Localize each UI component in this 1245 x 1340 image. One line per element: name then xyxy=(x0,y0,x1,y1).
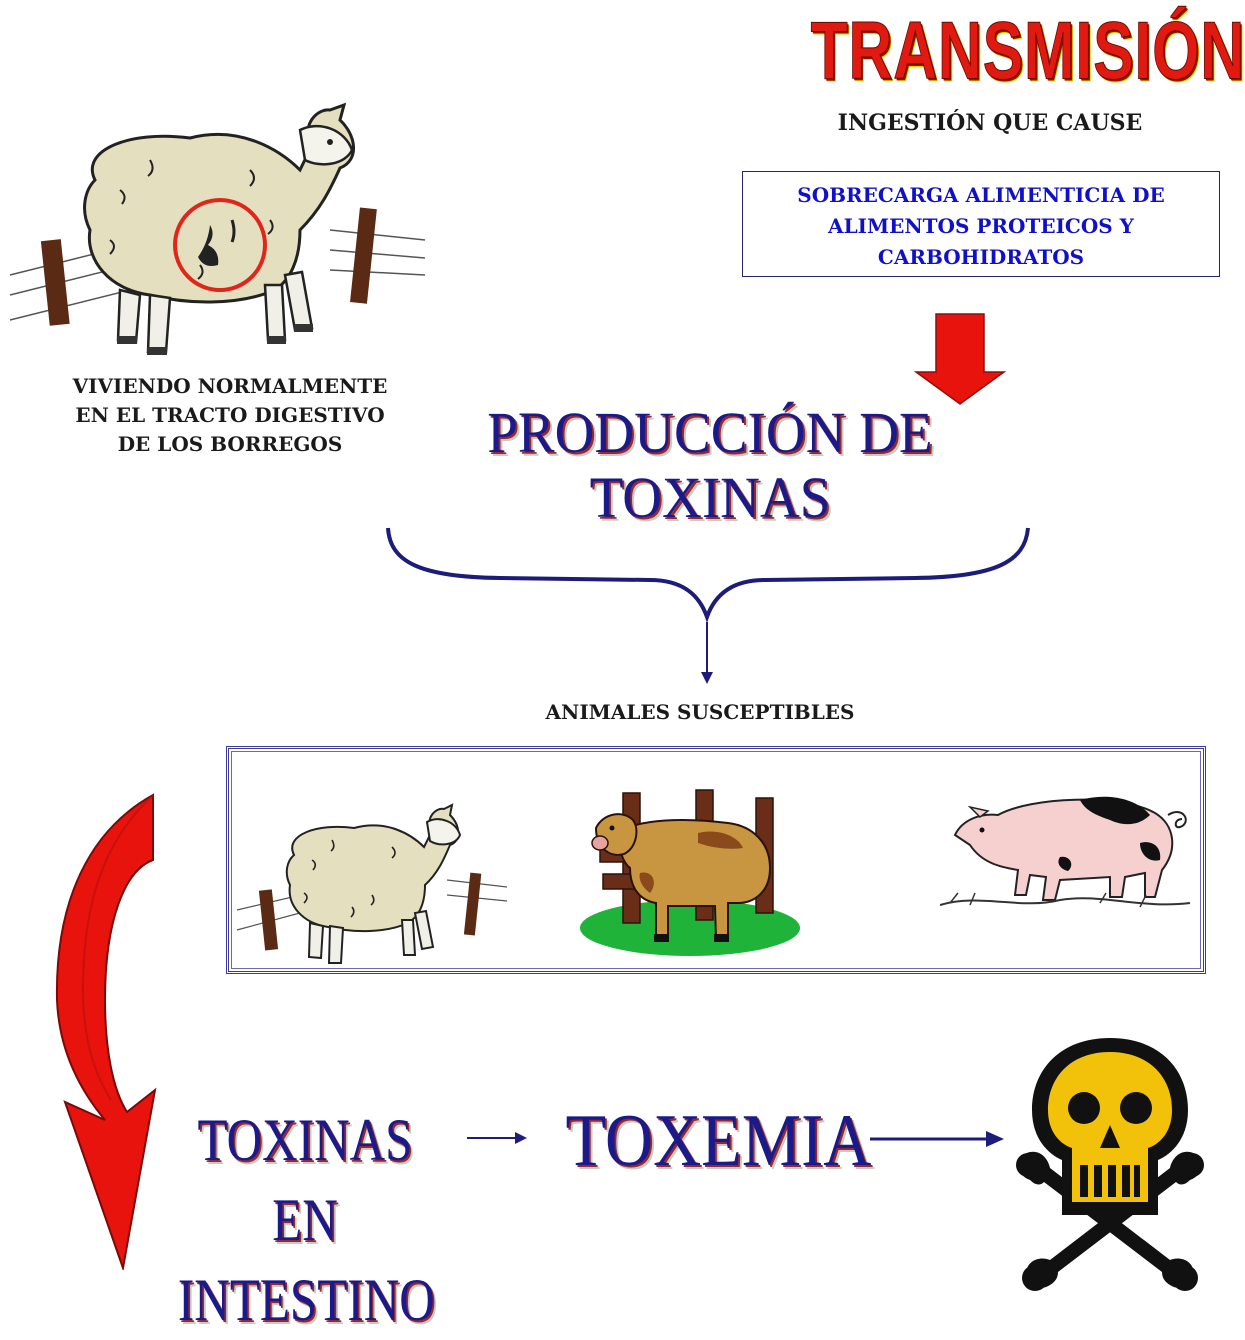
toxemia-text: TOXEMIA xyxy=(565,1100,872,1182)
left-caption: VIVIENDO NORMALMENTE EN EL TRACTO DIGEST… xyxy=(72,374,388,456)
sheep-icon xyxy=(9,102,426,355)
right-arrow-icon xyxy=(467,1132,527,1144)
subtitle: INGESTIÓN QUE CAUSE xyxy=(837,110,1143,136)
right-arrow-icon xyxy=(870,1131,1004,1147)
curved-arrow-icon xyxy=(55,793,157,1270)
sheep-icon xyxy=(236,803,508,964)
skull-crossbones-icon xyxy=(1016,1038,1204,1291)
toxins-intestine-text: TOXINAS EN INTESTINO xyxy=(177,1107,435,1333)
cause-box: SOBRECARGA ALIMENTICIA DE ALIMENTOS PROT… xyxy=(742,171,1220,277)
cow-icon xyxy=(580,789,800,956)
pig-icon xyxy=(940,796,1191,908)
cause-text: SOBRECARGA ALIMENTICIA DE ALIMENTOS PROT… xyxy=(797,183,1165,269)
down-arrow-icon xyxy=(913,313,1007,405)
animals-box xyxy=(226,746,1206,974)
brace-icon xyxy=(386,527,1030,684)
production-text: PRODUCCIÓN DE TOXINAS xyxy=(487,400,933,530)
title: TRANSMISIÓN xyxy=(810,3,1245,97)
susceptible-label: ANIMALES SUSCEPTIBLES xyxy=(545,700,855,724)
